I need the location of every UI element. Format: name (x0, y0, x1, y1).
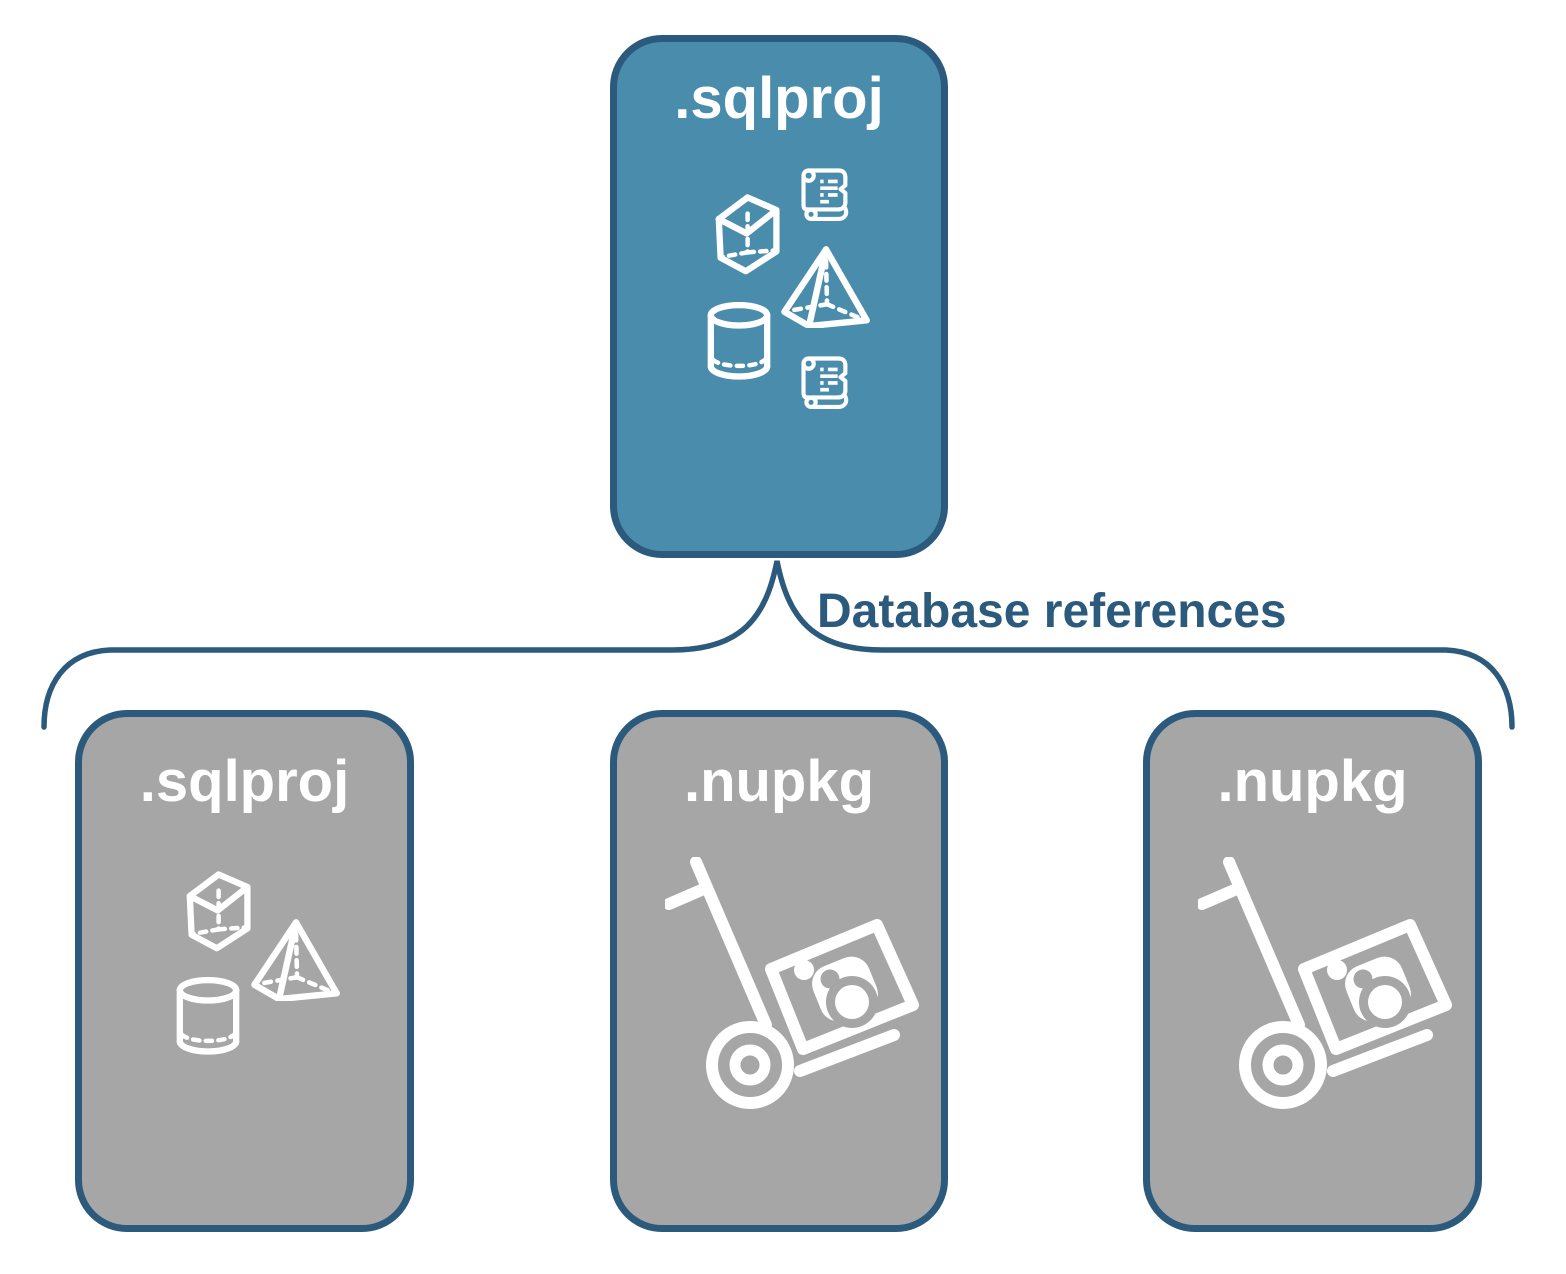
child-box-nupkg-1: .nupkg (610, 710, 948, 1232)
child-box-nupkg-2: .nupkg (1143, 710, 1482, 1232)
pyramid-icon (775, 238, 879, 328)
connector-label: Database references (817, 585, 1287, 638)
script-scroll-icon (798, 164, 856, 224)
child-box-label: .sqlproj (139, 749, 350, 814)
root-box-sqlproj: .sqlproj (610, 35, 948, 558)
child-box-label: .nupkg (1217, 749, 1408, 814)
cylinder-icon (174, 977, 242, 1057)
hand-truck-package-icon (665, 857, 927, 1115)
hand-truck-package-icon (1198, 857, 1460, 1115)
child-box-sqlproj: .sqlproj (75, 710, 414, 1232)
cube-icon (170, 867, 260, 953)
cylinder-icon (705, 302, 773, 382)
pyramid-icon (245, 911, 349, 1001)
script-scroll-icon (798, 352, 856, 412)
root-box-label: .sqlproj (674, 66, 884, 131)
cube-icon (699, 190, 789, 276)
child-box-label: .nupkg (683, 749, 875, 814)
